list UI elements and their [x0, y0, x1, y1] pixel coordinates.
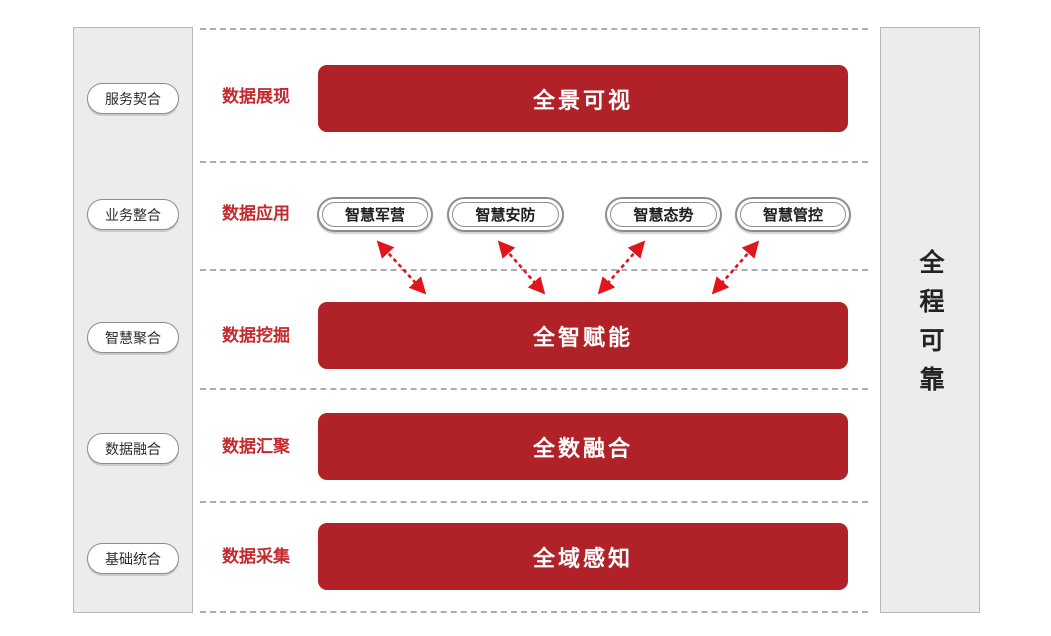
layer-bar-panorama: 全景可视 [318, 65, 848, 132]
layer-label-collect: 数据采集 [222, 547, 290, 566]
left-pill-service-fit: 服务契合 [87, 83, 179, 114]
right-sidebar-label: 全程可靠 [916, 249, 944, 405]
divider-line [200, 269, 868, 271]
divider-line [200, 388, 868, 390]
app-pill-label: 智慧军营 [322, 202, 428, 227]
left-sidebar: 服务契合 业务整合 智慧聚合 数据融合 基础统合 [73, 27, 193, 613]
left-pill-label: 数据融合 [105, 440, 161, 457]
left-pill-base-unify: 基础统合 [87, 543, 179, 574]
left-pill-data-fusion: 数据融合 [87, 433, 179, 464]
app-pill-label: 智慧管控 [740, 202, 846, 227]
divider-line [200, 161, 868, 163]
left-pill-business-merge: 业务整合 [87, 199, 179, 230]
layer-label-apply: 数据应用 [222, 204, 290, 223]
layer-label-display: 数据展现 [222, 87, 290, 106]
left-pill-label: 基础统合 [105, 550, 161, 567]
double-arrow-icon [711, 240, 760, 295]
left-pill-label: 服务契合 [105, 90, 161, 107]
app-pill-label: 智慧安防 [452, 202, 559, 227]
layer-label-mining: 数据挖掘 [222, 326, 290, 345]
divider-line [200, 611, 868, 613]
divider-line [200, 28, 868, 30]
app-pill-smart-camp: 智慧军营 [317, 197, 433, 232]
layer-bar-perception: 全域感知 [318, 523, 848, 590]
double-arrow-icon [597, 240, 646, 295]
app-pill-label: 智慧态势 [610, 202, 717, 227]
double-arrow-icon [497, 240, 546, 295]
layer-label-gather: 数据汇聚 [222, 437, 290, 456]
left-pill-label: 智慧聚合 [105, 329, 161, 346]
left-pill-wisdom-merge: 智慧聚合 [87, 322, 179, 353]
app-pill-smart-security: 智慧安防 [447, 197, 564, 232]
layer-bar-empower: 全智赋能 [318, 302, 848, 369]
app-pill-smart-situation: 智慧态势 [605, 197, 722, 232]
left-pill-label: 业务整合 [105, 206, 161, 223]
app-pill-smart-control: 智慧管控 [735, 197, 851, 232]
divider-line [200, 501, 868, 503]
double-arrow-icon [376, 240, 427, 295]
right-sidebar: 全程可靠 [880, 27, 980, 613]
layer-bar-fusion: 全数融合 [318, 413, 848, 480]
